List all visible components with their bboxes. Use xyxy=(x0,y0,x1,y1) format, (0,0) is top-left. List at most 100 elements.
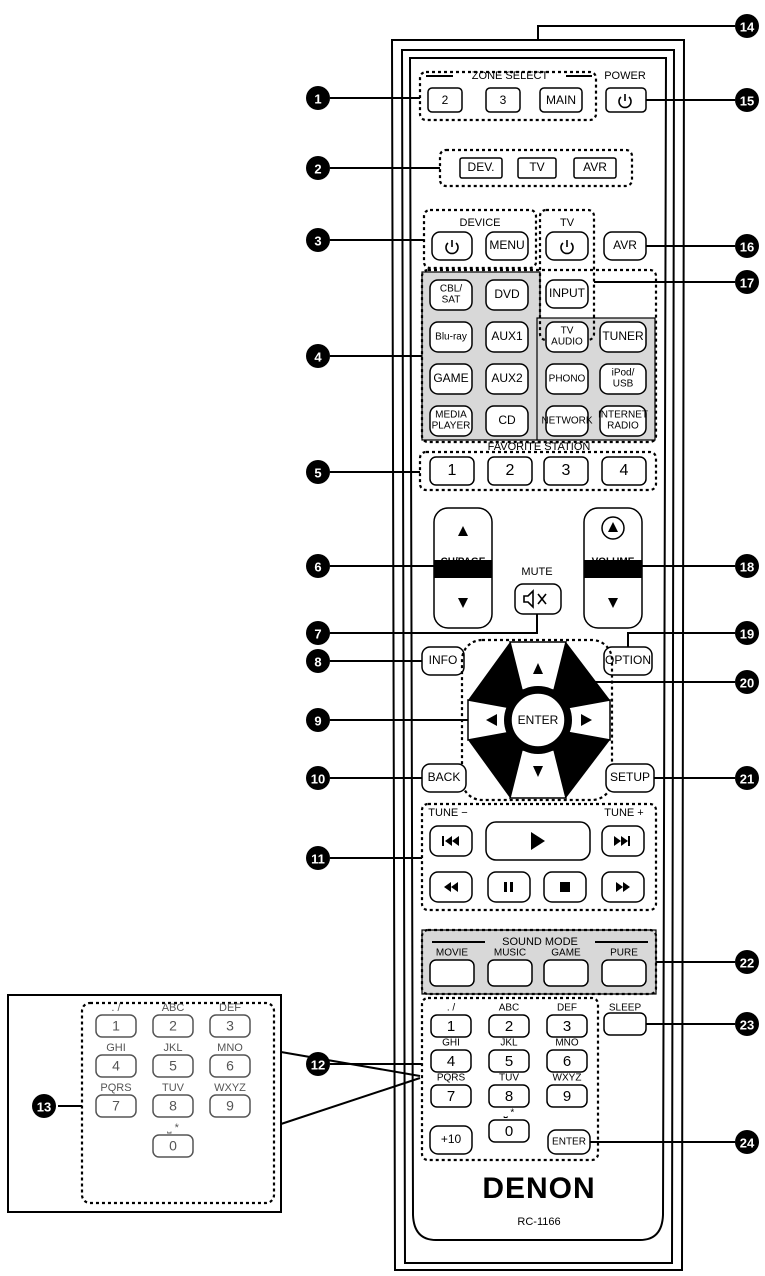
numpad-button-9[interactable] xyxy=(546,1084,588,1108)
pure-button[interactable] xyxy=(601,959,647,987)
numpad-letters: WXYZ xyxy=(214,1082,246,1094)
numpad-button-8[interactable] xyxy=(152,1094,194,1118)
internet-radio-button[interactable] xyxy=(599,405,647,437)
pause-button[interactable] xyxy=(487,871,531,903)
svg-text:3: 3 xyxy=(562,462,571,479)
numpad-digit: 1 xyxy=(112,1018,120,1034)
svg-text:ENTER: ENTER xyxy=(518,713,559,727)
network-button[interactable] xyxy=(545,405,589,437)
media-player-button[interactable] xyxy=(429,405,473,437)
svg-text:AVR: AVR xyxy=(583,160,607,174)
numpad-button-7[interactable] xyxy=(95,1094,137,1118)
favorite-4-button[interactable] xyxy=(601,456,647,486)
callout-number: 8 xyxy=(314,655,321,670)
phono-button[interactable] xyxy=(545,363,589,395)
favorite-station-label: FAVORITE STATION xyxy=(488,441,591,453)
numpad-button-2[interactable] xyxy=(152,1014,194,1038)
pause-icon xyxy=(504,882,513,892)
tv-audio-button[interactable] xyxy=(545,321,589,353)
numpad-digit: 2 xyxy=(169,1018,177,1034)
svg-text:NETWORK: NETWORK xyxy=(541,416,592,427)
svg-text:ENTER: ENTER xyxy=(552,1137,586,1148)
favorite-3-button[interactable] xyxy=(543,456,589,486)
numpad-digit: 3 xyxy=(563,1018,571,1035)
numpad-button-4[interactable] xyxy=(95,1054,137,1078)
svg-text:PHONO: PHONO xyxy=(549,374,586,385)
ch-down-icon[interactable] xyxy=(458,598,468,608)
dev-mode-button[interactable] xyxy=(459,157,503,179)
callout-number: 4 xyxy=(314,350,322,365)
zone-2-button[interactable] xyxy=(427,87,463,113)
callout-4 xyxy=(306,344,330,368)
numpad-button-5[interactable] xyxy=(488,1049,530,1073)
game-mode-button[interactable] xyxy=(543,959,589,987)
numpad-button-8[interactable] xyxy=(488,1084,530,1108)
avr-mode-button[interactable] xyxy=(573,157,617,179)
callout-7 xyxy=(306,621,330,645)
volume-down-icon[interactable] xyxy=(608,598,618,608)
input-button[interactable] xyxy=(545,279,589,309)
numpad-button-7[interactable] xyxy=(430,1084,472,1108)
numpad-button-1[interactable] xyxy=(430,1014,472,1038)
callout-16 xyxy=(735,234,759,258)
tuner-button[interactable] xyxy=(599,321,647,353)
enter-button[interactable] xyxy=(510,692,566,748)
svg-text:MOVIE: MOVIE xyxy=(436,948,469,959)
numpad-button-9[interactable] xyxy=(209,1094,251,1118)
numpad-digit: 4 xyxy=(112,1058,120,1074)
svg-text:BACK: BACK xyxy=(428,770,461,784)
numpad-letters: TUV xyxy=(162,1082,185,1094)
numpad-letters: WXYZ xyxy=(553,1073,582,1084)
numpad-button-6[interactable] xyxy=(546,1049,588,1073)
bluray-button[interactable] xyxy=(429,321,473,353)
svg-text:4: 4 xyxy=(620,462,629,479)
numpad-letters: TUV xyxy=(499,1073,519,1084)
numpad-button-5[interactable] xyxy=(152,1054,194,1078)
zone-3-button[interactable] xyxy=(485,87,521,113)
numpad-button-2[interactable] xyxy=(488,1014,530,1038)
volume-up-icon[interactable] xyxy=(608,522,618,532)
callout-number: 12 xyxy=(311,1058,325,1073)
numpad-button-3[interactable] xyxy=(209,1014,251,1038)
movie-button[interactable] xyxy=(429,959,475,987)
power-button[interactable] xyxy=(605,87,647,113)
numpad-letters: ABC xyxy=(499,1003,520,1014)
menu-button[interactable] xyxy=(485,231,529,261)
music-button[interactable] xyxy=(487,959,533,987)
svg-text:1: 1 xyxy=(448,462,457,479)
volume-label: VOLUME xyxy=(592,557,635,568)
numpad-button-0[interactable] xyxy=(488,1119,530,1143)
plus10-button[interactable] xyxy=(429,1125,473,1155)
favorite-1-button[interactable] xyxy=(429,456,475,486)
mute-button[interactable] xyxy=(514,583,562,615)
ch-up-icon[interactable] xyxy=(458,526,468,536)
numpad-letters: JKL xyxy=(164,1042,183,1054)
numpad-button-4[interactable] xyxy=(430,1049,472,1073)
tv-mode-button[interactable] xyxy=(517,157,557,179)
numpad-button-3[interactable] xyxy=(546,1014,588,1038)
dvd-button[interactable] xyxy=(485,279,529,311)
aux2-button[interactable] xyxy=(485,363,529,395)
callout-2 xyxy=(306,156,330,180)
sleep-button[interactable] xyxy=(603,1012,647,1036)
numpad-button-1[interactable] xyxy=(95,1014,137,1038)
mute-icon xyxy=(523,589,547,609)
numpad-digit: 4 xyxy=(447,1053,455,1070)
ipod-usb-button[interactable] xyxy=(599,363,647,395)
game-button[interactable] xyxy=(429,363,473,395)
numpad-button-0[interactable] xyxy=(152,1134,194,1158)
cd-button[interactable] xyxy=(485,405,529,437)
numpad-button-6[interactable] xyxy=(209,1054,251,1078)
numpad-letters: DEF xyxy=(557,1003,577,1014)
brand-logo: DENON xyxy=(482,1172,595,1205)
callout-22 xyxy=(735,950,759,974)
favorite-2-button[interactable] xyxy=(487,456,533,486)
cbl-sat-button[interactable] xyxy=(429,279,473,311)
aux1-button[interactable] xyxy=(485,321,529,353)
svg-text:USB: USB xyxy=(613,379,634,390)
zone-main-button[interactable] xyxy=(539,87,583,113)
play-icon xyxy=(531,832,545,850)
svg-text:AUX2: AUX2 xyxy=(491,371,523,385)
ch-page-band xyxy=(434,560,492,578)
